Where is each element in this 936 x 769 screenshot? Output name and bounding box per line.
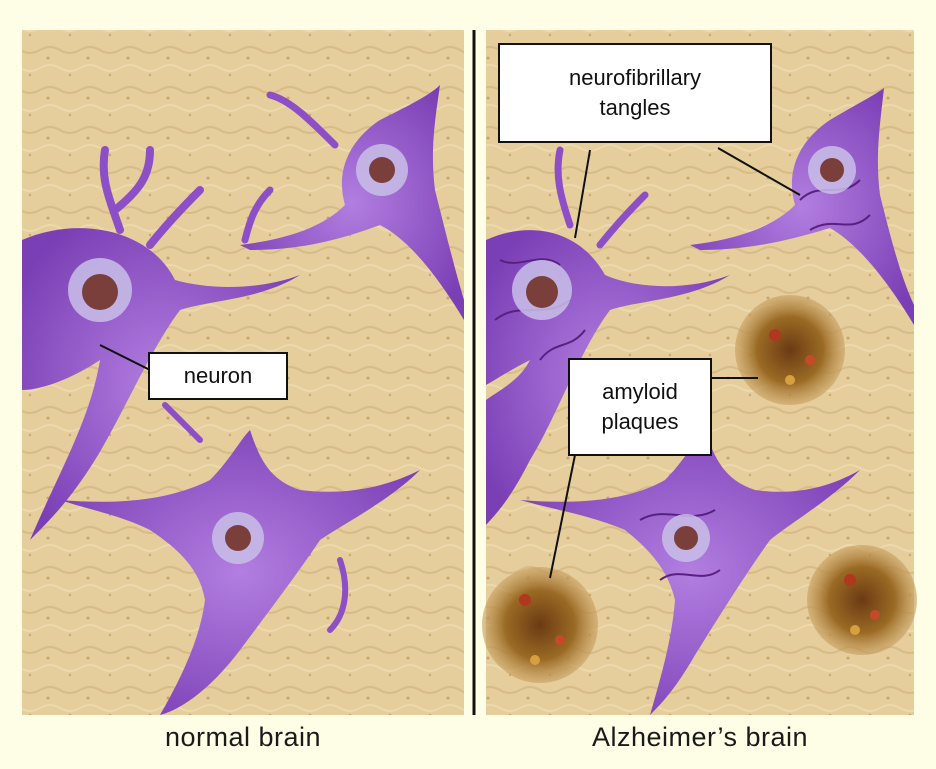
tangles-label-line1: neurofibrillary	[569, 63, 701, 93]
amyloid-plaque	[807, 545, 917, 655]
neuron-label-text: neuron	[184, 361, 253, 391]
neuron-label: neuron	[148, 352, 288, 400]
tangles-label-line2: tangles	[600, 93, 671, 123]
plaques-label-line1: amyloid	[602, 377, 678, 407]
plaques-label: amyloid plaques	[568, 358, 712, 456]
amyloid-plaque	[482, 567, 598, 683]
right-caption: Alzheimer’s brain	[486, 722, 914, 762]
tangles-label: neurofibrillary tangles	[498, 43, 772, 143]
plaques-label-line2: plaques	[601, 407, 678, 437]
left-caption: normal brain	[22, 722, 464, 762]
amyloid-plaque	[735, 295, 845, 405]
